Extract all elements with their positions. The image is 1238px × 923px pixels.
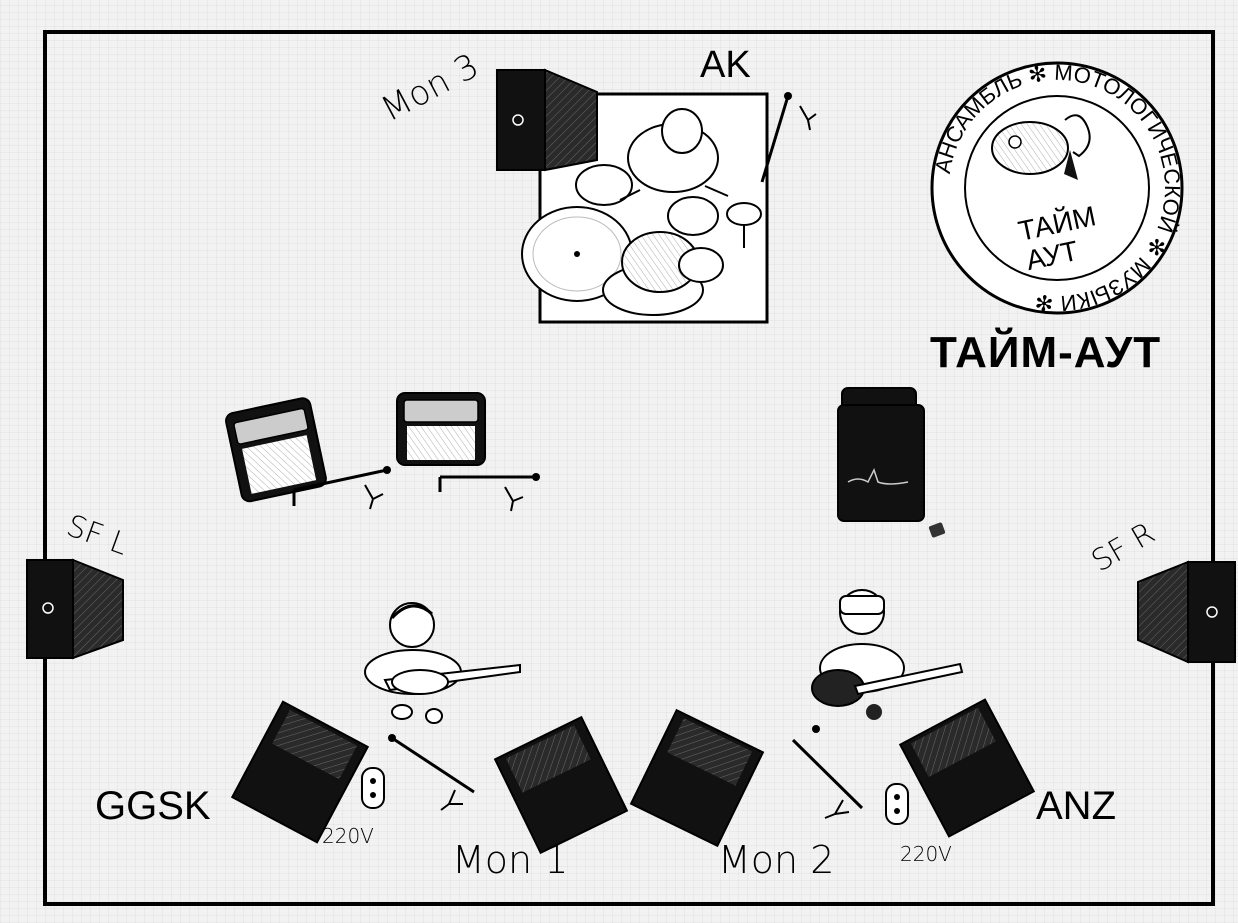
mon2-label: Mon 2 — [718, 838, 835, 882]
side-fill-right-speaker — [1137, 560, 1236, 664]
power-outlet-right — [885, 783, 909, 825]
drum-kit — [521, 92, 817, 324]
guitarist-label: GGSK — [95, 784, 211, 828]
wedge-mon-2 — [629, 708, 765, 848]
stage-border — [43, 30, 1215, 906]
mic-stand-amp-2 — [438, 473, 540, 512]
mic-stand-bass — [791, 725, 864, 819]
mon1-label: Mon 1 — [452, 838, 569, 882]
power-label-right: 220V — [900, 842, 952, 866]
guitar-amp-1 — [225, 397, 327, 503]
bass-amp — [837, 387, 946, 538]
wedge-bass — [898, 698, 1036, 838]
wedge-mon-1 — [493, 715, 629, 855]
bassist-figure — [811, 589, 964, 720]
wedge-guitar — [230, 700, 370, 844]
band-title: ТАЙМ-АУТ — [930, 328, 1162, 377]
power-label-left: 220V — [322, 824, 374, 848]
mic-stand-guitar — [388, 734, 475, 811]
power-outlet-left — [361, 767, 385, 809]
bassist-label: ANZ — [1036, 784, 1116, 828]
monitor-3-speaker — [496, 68, 598, 172]
band-logo-seal: АНСАМБЛЬ ✻ МОТОЛОГИЧЕСКОЙ ✻ МУЗЫКИ ✻ — [930, 60, 1185, 317]
drummer-label: AK — [700, 44, 751, 86]
guitar-amp-2 — [396, 392, 486, 466]
mic-stand-amp-1 — [292, 466, 391, 510]
guitarist-figure — [364, 602, 521, 724]
side-fill-left-speaker — [26, 558, 124, 660]
